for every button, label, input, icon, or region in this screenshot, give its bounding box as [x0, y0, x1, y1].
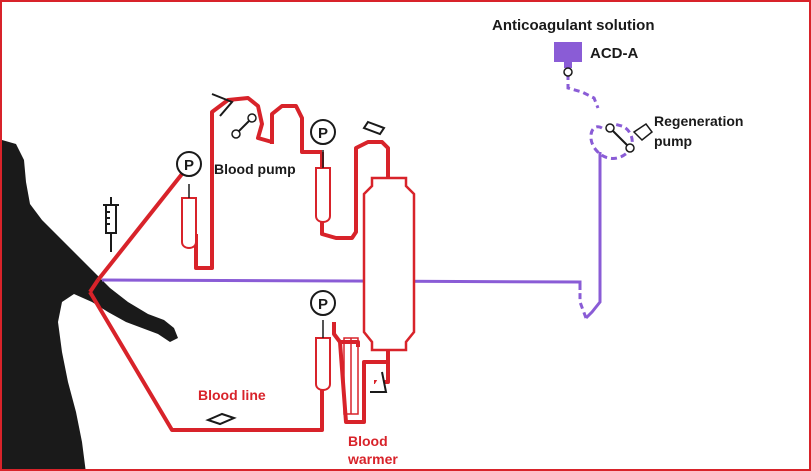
flow-arrow-3-icon	[370, 371, 388, 393]
blood-pump-rotor-icon	[231, 113, 257, 139]
regeneration-pump-label-line2: pump	[654, 133, 692, 149]
pressure-monitor-3-label: P	[318, 296, 328, 313]
drip-chamber-2	[315, 150, 331, 223]
patient-silhouette	[2, 140, 178, 469]
flow-arrow-2-icon	[362, 120, 386, 136]
blood-warmer-icon	[343, 337, 359, 415]
anticoagulant-solution-label: Anticoagulant solution	[492, 17, 655, 34]
drip-chamber-1	[181, 184, 197, 249]
pressure-monitor-2: P	[310, 119, 336, 145]
anticoagulant-line	[101, 74, 634, 320]
filter-column	[362, 176, 416, 352]
pressure-monitor-3: P	[310, 290, 336, 316]
syringe-icon	[103, 197, 119, 252]
pressure-monitor-1-label: P	[184, 157, 194, 174]
blood-warmer-label-line1: Blood	[348, 433, 388, 449]
flow-arrow-4-icon	[205, 412, 237, 426]
blood-line-label: Blood line	[198, 387, 266, 403]
regeneration-pump-icon	[605, 122, 654, 153]
drip-chamber-3	[315, 320, 331, 391]
regeneration-pump-label-line1: Regeneration	[654, 113, 743, 129]
blood-warmer-label-line2: warmer	[347, 451, 398, 467]
flow-arrow-1-icon	[211, 93, 234, 117]
acd-a-bag-icon	[554, 42, 582, 77]
pressure-monitor-2-label: P	[318, 125, 328, 142]
acd-a-label: ACD-A	[590, 45, 638, 62]
blood-pump-label: Blood pump	[214, 161, 296, 177]
pressure-monitor-1: P	[176, 151, 202, 177]
